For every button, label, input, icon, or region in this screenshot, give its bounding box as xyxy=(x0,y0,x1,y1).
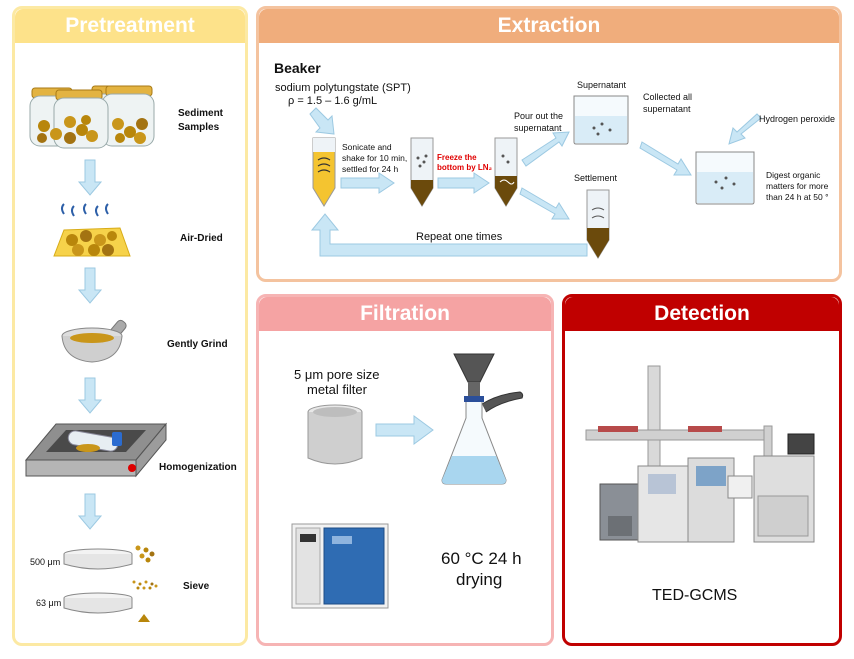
homogenizer-icon xyxy=(24,422,168,478)
filtration-panel: Filtration xyxy=(256,294,554,646)
filtration-title: Filtration xyxy=(259,297,551,331)
step-homogenization: Homogenization xyxy=(159,462,237,473)
ted-gcms-instrument-icon xyxy=(585,365,815,543)
drying-line1: 60 °C 24 h xyxy=(441,549,522,568)
sieve-size-500: 500 μm xyxy=(30,557,61,567)
down-arrow-icon xyxy=(77,377,103,414)
digest-beaker-icon xyxy=(695,151,755,205)
centrifuge-tube-icon xyxy=(494,137,518,207)
extraction-title: Extraction xyxy=(259,9,839,43)
sonicate-text: Sonicate and shake for 10 min, settled f… xyxy=(342,142,408,174)
air-dried-sediment-icon xyxy=(53,203,131,257)
down-arrow-icon xyxy=(77,267,103,304)
sieve-size-63: 63 μm xyxy=(36,598,62,608)
repeat-arrow-icon xyxy=(310,213,588,257)
step-sediment-samples: Sediment Samples xyxy=(178,108,224,133)
mortar-pestle-icon xyxy=(61,319,127,363)
filter-spec-line1: 5 μm pore size xyxy=(294,367,380,382)
down-left-arrow-icon xyxy=(728,113,762,145)
down-arrow-icon xyxy=(77,159,103,196)
filtration-flask-icon xyxy=(441,353,524,485)
pretreatment-title: Pretreatment xyxy=(15,9,245,43)
step-air-dried: Air-Dried xyxy=(180,233,223,244)
drying-line2: drying xyxy=(456,570,503,589)
step-sieve: Sieve xyxy=(183,581,210,592)
metal-filter-icon xyxy=(307,404,363,465)
freeze-text: Freeze the bottom by LN₂ xyxy=(437,153,493,172)
instrument-name: TED-GCMS xyxy=(652,587,738,604)
detection-title: Detection xyxy=(565,297,839,331)
filter-spec-line2: metal filter xyxy=(307,382,367,397)
sieve-icon xyxy=(63,545,158,622)
supernatant-beaker-icon xyxy=(573,95,629,145)
down-arrow-icon xyxy=(77,493,103,530)
collected-text: Collected all supernatant xyxy=(643,92,693,114)
right-arrow-icon xyxy=(437,172,490,194)
centrifuge-tube-icon xyxy=(312,137,336,207)
sediment-jars-icon xyxy=(29,85,155,149)
centrifuge-tube-icon xyxy=(410,137,434,207)
right-arrow-icon xyxy=(375,415,434,445)
settlement-tube-icon xyxy=(586,189,610,259)
hydrogen-peroxide-label: Hydrogen peroxide xyxy=(759,114,836,124)
supernatant-label: Supernatant xyxy=(577,80,627,90)
digest-text: Digest organic matters for more than 24 … xyxy=(766,170,829,202)
step-gently-grind: Gently Grind xyxy=(167,339,228,350)
spt-label: sodium polytungstate (SPT) xyxy=(275,82,411,94)
right-arrow-icon xyxy=(340,172,395,194)
up-right-arrow-icon xyxy=(521,131,570,167)
down-right-arrow-icon xyxy=(639,141,692,176)
drying-oven-icon xyxy=(291,523,389,609)
spt-density: ρ = 1.5 – 1.6 g/mL xyxy=(288,95,378,107)
beaker-label: Beaker xyxy=(274,60,321,76)
arrow-icon xyxy=(309,107,335,135)
pour-out-text: Pour out the supernatant xyxy=(514,111,564,133)
repeat-text: Repeat one times xyxy=(416,231,503,243)
down-right-arrow-icon xyxy=(519,187,570,220)
settlement-label: Settlement xyxy=(574,173,618,183)
